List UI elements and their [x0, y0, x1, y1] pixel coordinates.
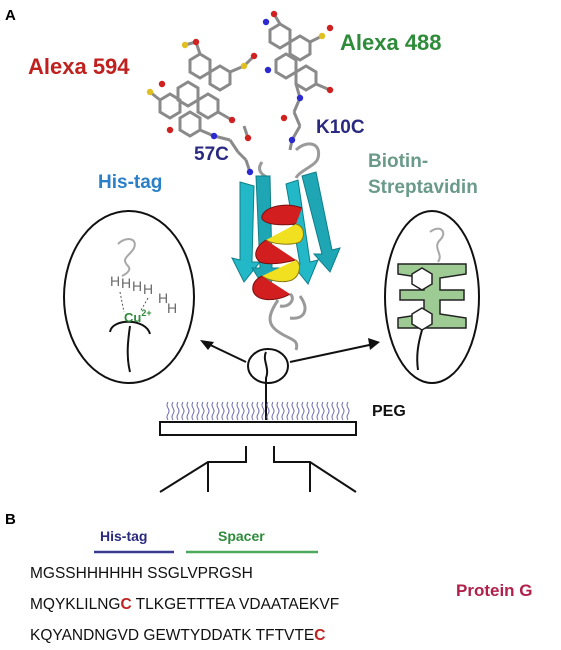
histidine-h-3: H: [132, 278, 142, 294]
peg-strand: [326, 401, 330, 421]
sequence-line-1: MGSSHHHHHH SSGLVPRGSH: [30, 565, 253, 582]
peg-strand: [256, 401, 260, 421]
peg-strand: [171, 401, 175, 421]
alexa488-label: Alexa 488: [340, 30, 442, 55]
peg-strand: [236, 401, 240, 421]
biotin-label-line1: Biotin-: [368, 151, 428, 172]
surface-anchor: [200, 338, 380, 420]
peg-strand: [166, 401, 170, 421]
peg-strand: [186, 401, 190, 421]
peg-strand: [216, 401, 220, 421]
panel-b-letter: B: [5, 511, 16, 528]
peg-strand: [246, 401, 250, 421]
copper-ion-label: Cu2+: [124, 308, 152, 325]
histidine-h-5: H: [158, 290, 168, 306]
peg-strand: [316, 401, 320, 421]
peg-strand: [241, 401, 245, 421]
biotin-label-line2: Streptavidin: [368, 177, 478, 198]
spacer-seq-label: Spacer: [218, 528, 265, 544]
peg-strand: [206, 401, 210, 421]
peg-strand: [336, 401, 340, 421]
k10c-label: K10C: [316, 117, 365, 138]
peg-strand: [266, 401, 270, 421]
peg-strand: [176, 401, 180, 421]
peg-strand: [191, 401, 195, 421]
alexa488-molecule: [268, 13, 331, 151]
protein-g-label: Protein G: [456, 581, 533, 600]
peg-strand: [196, 401, 200, 421]
alexa594-atoms: [146, 38, 258, 176]
sequence-line-3: KQYANDNGVD GEWTYDDATK TFTVTEC: [30, 627, 325, 644]
peg-strand: [311, 401, 315, 421]
peg-strand: [276, 401, 280, 421]
peg-strand: [286, 401, 290, 421]
alexa594-label: Alexa 594: [28, 54, 130, 79]
c57-label: 57C: [194, 144, 229, 165]
peg-strand: [281, 401, 285, 421]
peg-strand: [346, 401, 350, 421]
histag-seq-label: His-tag: [100, 528, 147, 544]
peg-label: PEG: [372, 403, 406, 420]
sequence-line-2: MQYKLILNGC TLKGETTTEA VDAATAEKVF: [30, 596, 339, 613]
panel-a-letter: A: [5, 7, 16, 24]
peg-strand: [321, 401, 325, 421]
peg-strand: [231, 401, 235, 421]
histag-label: His-tag: [98, 172, 162, 193]
biotin-molecule-bottom: [411, 307, 433, 331]
alexa594-molecule: [149, 40, 256, 173]
histidine-h-1: H: [110, 273, 120, 289]
peg-strand: [226, 401, 230, 421]
histag-inset: H H H H H H Cu2+: [63, 210, 195, 384]
microscope-objective: [159, 446, 357, 493]
peg-strand: [211, 401, 215, 421]
peg-strand: [271, 401, 275, 421]
biotin-molecule-top: [411, 267, 433, 291]
peg-brush: [166, 401, 350, 421]
alexa488-atoms: [262, 10, 334, 144]
peg-strand: [296, 401, 300, 421]
peg-strand: [181, 401, 185, 421]
histidine-h-4: H: [143, 281, 153, 297]
histidine-h-2: H: [121, 275, 131, 291]
peg-strand: [306, 401, 310, 421]
peg-strand: [301, 401, 305, 421]
protein-ribbon: [231, 142, 341, 351]
peg-strand: [331, 401, 335, 421]
streptavidin-shape: [397, 263, 467, 329]
biotin-inset: [384, 210, 480, 384]
sequence-panel: His-tag Spacer MGSSHHHHHH SSGLVPRGSH MQY…: [30, 528, 533, 644]
peg-strand: [291, 401, 295, 421]
glass-slide: [159, 421, 357, 436]
peg-strand: [261, 401, 265, 421]
peg-strand: [251, 401, 255, 421]
peg-strand: [341, 401, 345, 421]
peg-strand: [221, 401, 225, 421]
histidine-h-6: H: [167, 300, 177, 316]
peg-strand: [201, 401, 205, 421]
